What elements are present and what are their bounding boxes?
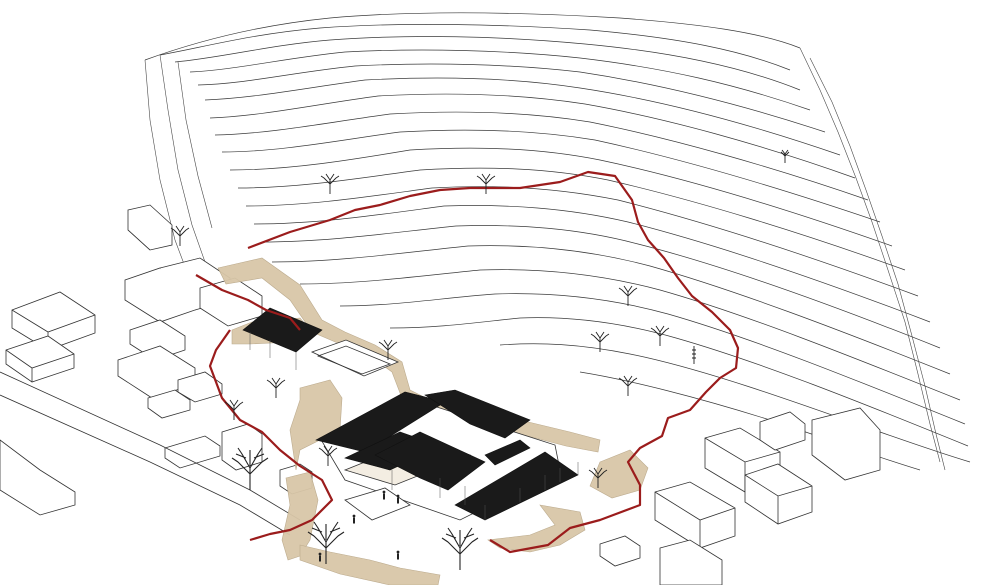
path-segment	[299, 544, 441, 585]
context-building	[164, 435, 221, 469]
context-building	[127, 204, 173, 251]
contour-line	[253, 205, 931, 323]
tree-icon	[318, 445, 338, 466]
tree-icon	[618, 375, 638, 396]
tree-icon	[378, 339, 398, 360]
tree-icon	[588, 467, 608, 488]
people	[318, 490, 400, 562]
context-building	[127, 229, 151, 251]
contour-line	[237, 167, 906, 271]
tree-icon	[231, 447, 269, 490]
contour-line	[229, 147, 893, 247]
terrace-edge	[177, 61, 213, 229]
tree-icon	[590, 331, 610, 352]
tree-icon	[320, 173, 340, 194]
contour-line	[271, 245, 951, 375]
road-edge	[0, 371, 301, 521]
roofs	[242, 307, 579, 521]
contour-line	[209, 93, 856, 179]
contour-line	[221, 129, 881, 223]
context-building	[599, 535, 641, 567]
tree-icon	[780, 149, 790, 163]
facade	[391, 470, 466, 505]
terrace-platform	[310, 339, 400, 377]
tree-icon	[170, 225, 190, 246]
context-building	[659, 539, 723, 585]
context-buildings	[0, 204, 881, 585]
contour-line	[159, 24, 791, 71]
contour-line	[299, 269, 961, 401]
boundary-line	[247, 170, 740, 554]
context-building	[654, 491, 736, 548]
trees	[170, 149, 790, 570]
context-building	[177, 371, 223, 403]
context-building	[0, 439, 76, 516]
terrace-platform	[344, 487, 411, 521]
contour-line	[189, 49, 811, 111]
terrace-edge	[159, 54, 206, 263]
roof-icon	[374, 431, 486, 491]
roof-icon	[242, 307, 323, 353]
contour-line	[214, 111, 869, 201]
contour-line	[197, 63, 826, 133]
context-building	[147, 389, 191, 419]
contour-line	[499, 343, 971, 463]
contour-line	[261, 225, 941, 349]
roof-icon	[424, 389, 531, 439]
terrace-edge	[799, 47, 941, 463]
context-building	[221, 423, 263, 471]
facade	[249, 332, 297, 370]
path-segment	[217, 257, 601, 453]
tree-icon	[441, 527, 479, 570]
contour-line	[339, 293, 966, 425]
contour-line	[389, 317, 969, 447]
tree-icon	[650, 325, 670, 346]
hillside-terraces	[144, 12, 971, 471]
tree-icon	[224, 399, 244, 420]
contour-line	[204, 77, 841, 156]
context-building	[5, 349, 75, 382]
person-icon	[396, 550, 400, 560]
facades	[249, 332, 579, 520]
contour-line	[144, 12, 801, 61]
facade	[484, 462, 579, 520]
boundary-line	[195, 274, 334, 542]
contour-line	[245, 186, 919, 297]
person-icon	[396, 494, 400, 504]
context-building	[759, 411, 806, 451]
tree-icon	[618, 285, 638, 306]
context-building	[129, 319, 186, 361]
tree-icon	[266, 377, 286, 398]
terrace-edge	[809, 57, 946, 471]
tree-icon	[692, 346, 696, 364]
person-icon	[352, 514, 356, 524]
tree-icon	[476, 173, 496, 194]
path-segment	[289, 379, 343, 471]
person-icon	[382, 490, 386, 500]
context-building	[744, 474, 813, 524]
terrace-platform	[316, 345, 392, 375]
terrace-steps	[144, 47, 946, 471]
person-icon	[318, 552, 322, 562]
roof-icon	[484, 439, 531, 466]
context-building	[811, 407, 881, 481]
road-edge	[0, 394, 291, 536]
terrace-edge	[144, 59, 191, 281]
contour-line	[174, 36, 801, 91]
tree-icon	[307, 521, 345, 564]
